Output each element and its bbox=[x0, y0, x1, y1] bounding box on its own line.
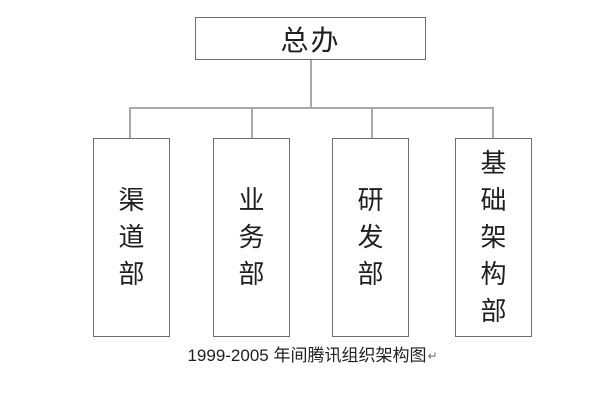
diagram-caption: 1999-2005 年间腾讯组织架构图↵ bbox=[20, 345, 605, 367]
org-node-channel-dept-label: 渠道部 bbox=[118, 185, 145, 289]
connector-drop-3 bbox=[371, 107, 373, 139]
org-node-business-dept-label: 业务部 bbox=[238, 185, 265, 289]
connector-drop-2 bbox=[251, 107, 253, 139]
org-node-channel-dept: 渠道部 bbox=[93, 138, 170, 337]
paragraph-mark-icon: ↵ bbox=[427, 349, 438, 363]
connector-horizontal-bar bbox=[129, 107, 494, 109]
org-node-business-dept: 业务部 bbox=[213, 138, 290, 337]
connector-root-stem bbox=[310, 60, 312, 108]
org-node-infrastructure-dept: 基础架构部 bbox=[455, 138, 532, 337]
org-node-rnd-dept-label: 研发部 bbox=[357, 185, 384, 289]
org-node-infrastructure-dept-label: 基础架构部 bbox=[480, 148, 507, 326]
org-node-root-label: 总办 bbox=[280, 24, 341, 56]
org-node-root: 总办 bbox=[195, 17, 426, 60]
org-node-rnd-dept: 研发部 bbox=[332, 138, 409, 337]
connector-drop-1 bbox=[129, 107, 131, 139]
diagram-caption-text: 1999-2005 年间腾讯组织架构图 bbox=[187, 346, 427, 365]
connector-drop-4 bbox=[492, 107, 494, 139]
